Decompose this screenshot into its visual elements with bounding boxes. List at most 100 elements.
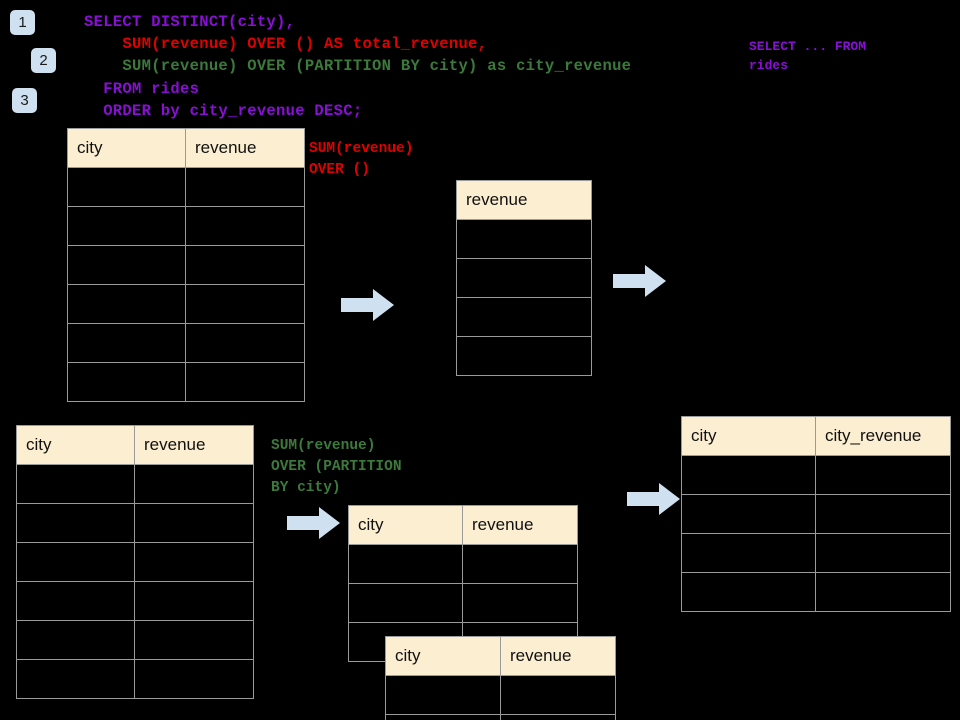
table-row xyxy=(456,258,592,298)
column-header-city-revenue: city_revenue xyxy=(815,416,951,456)
table-row xyxy=(16,620,254,660)
arrow-total-to-result-icon xyxy=(613,265,666,297)
cell-revenue xyxy=(185,284,305,324)
table-row xyxy=(67,284,305,324)
table-row xyxy=(67,323,305,363)
cell-revenue xyxy=(134,464,254,504)
cell-city-revenue xyxy=(815,455,951,495)
cell-revenue xyxy=(185,167,305,207)
table-row xyxy=(681,533,951,573)
cell-revenue xyxy=(185,245,305,285)
table-header-row: city revenue xyxy=(348,505,578,545)
column-header-city: city xyxy=(348,505,463,545)
table-row xyxy=(67,362,305,402)
rides-source-table-partitioned: city revenue xyxy=(16,425,254,699)
cell-city xyxy=(385,714,501,720)
column-header-revenue: revenue xyxy=(134,425,254,465)
cell-city xyxy=(681,455,816,495)
column-header-revenue: revenue xyxy=(456,180,592,220)
table-row xyxy=(67,206,305,246)
cell-city xyxy=(348,544,463,584)
cell-revenue xyxy=(134,620,254,660)
city-revenue-result-table: city city_revenue xyxy=(681,416,951,612)
total-revenue-table: revenue xyxy=(456,180,592,376)
table-row xyxy=(681,455,951,495)
step-badge-2: 2 xyxy=(31,48,56,73)
cell-revenue xyxy=(134,503,254,543)
table-row xyxy=(67,167,305,207)
column-header-revenue: revenue xyxy=(185,128,305,168)
column-header-city: city xyxy=(385,636,501,676)
table-row xyxy=(385,675,616,715)
cell-revenue xyxy=(500,675,616,715)
cell-city xyxy=(67,245,186,285)
table-row xyxy=(16,464,254,504)
table-row xyxy=(16,581,254,621)
cell-city xyxy=(16,542,135,582)
cell-city xyxy=(681,572,816,612)
column-header-city: city xyxy=(16,425,135,465)
annotation-source-query: SELECT ... FROM rides xyxy=(749,39,867,73)
cell-revenue xyxy=(134,581,254,621)
arrow-rides-to-total-icon xyxy=(341,289,394,321)
column-header-revenue: revenue xyxy=(500,636,616,676)
column-header-city: city xyxy=(681,416,816,456)
table-row xyxy=(16,542,254,582)
cell-revenue xyxy=(134,659,254,699)
table-row xyxy=(456,297,592,337)
table-row xyxy=(456,336,592,376)
table-row xyxy=(385,714,616,720)
cell-city xyxy=(681,494,816,534)
arrow-partition-to-result-icon xyxy=(627,483,680,515)
partition-group-table-front: city revenue xyxy=(385,636,616,720)
cell-city xyxy=(67,284,186,324)
cell-city-revenue xyxy=(815,494,951,534)
sql-line-total-revenue: SUM(revenue) OVER () AS total_revenue, xyxy=(84,35,488,53)
table-header-row: city city_revenue xyxy=(681,416,951,456)
sql-line-order-by: ORDER by city_revenue DESC; xyxy=(84,102,363,120)
annotation-total-window: SUM(revenue) OVER () xyxy=(309,141,414,178)
sql-line-city-revenue: SUM(revenue) OVER (PARTITION BY city) as… xyxy=(84,57,632,75)
table-row xyxy=(348,583,578,623)
cell-revenue xyxy=(185,206,305,246)
cell-city-revenue xyxy=(815,533,951,573)
sql-line-from: FROM rides xyxy=(84,80,200,98)
cell-city xyxy=(16,581,135,621)
cell-revenue xyxy=(134,542,254,582)
cell-city xyxy=(16,620,135,660)
cell-city xyxy=(16,503,135,543)
table-row xyxy=(456,219,592,259)
table-header-row: city revenue xyxy=(67,128,305,168)
table-row xyxy=(348,544,578,584)
cell-city xyxy=(348,583,463,623)
table-header-row: city revenue xyxy=(385,636,616,676)
cell-city xyxy=(16,659,135,699)
cell-city-revenue xyxy=(815,572,951,612)
arrow-rides-to-partition-icon xyxy=(287,507,340,539)
table-row xyxy=(67,245,305,285)
cell-city xyxy=(385,675,501,715)
step-badge-1: 1 xyxy=(10,10,35,35)
cell-revenue xyxy=(500,714,616,720)
table-row xyxy=(681,494,951,534)
cell-revenue xyxy=(456,258,592,298)
table-row xyxy=(681,572,951,612)
cell-city xyxy=(16,464,135,504)
table-header-row: revenue xyxy=(456,180,592,220)
table-row xyxy=(16,503,254,543)
cell-city xyxy=(67,206,186,246)
step-badge-3: 3 xyxy=(12,88,37,113)
sql-line-select: SELECT DISTINCT(city), xyxy=(84,13,296,31)
table-header-row: city revenue xyxy=(16,425,254,465)
cell-revenue xyxy=(456,297,592,337)
cell-city xyxy=(67,323,186,363)
cell-city xyxy=(67,167,186,207)
cell-revenue xyxy=(462,544,578,584)
cell-revenue xyxy=(456,219,592,259)
cell-revenue xyxy=(462,583,578,623)
cell-revenue xyxy=(185,323,305,363)
column-header-revenue: revenue xyxy=(462,505,578,545)
table-row xyxy=(16,659,254,699)
column-header-city: city xyxy=(67,128,186,168)
